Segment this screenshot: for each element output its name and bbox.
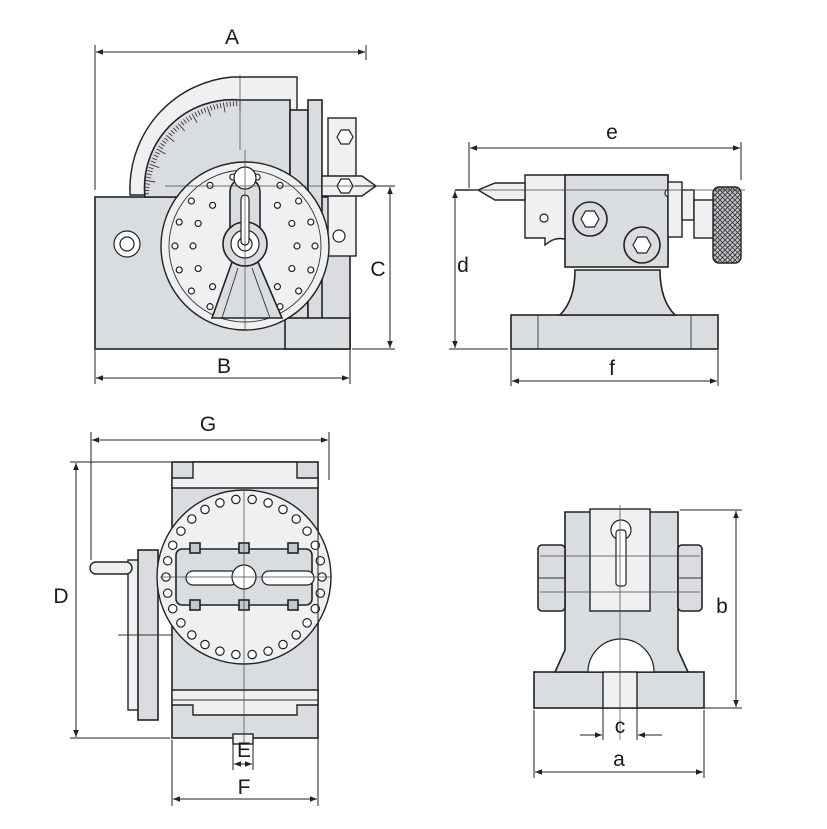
label-D: D (53, 585, 68, 608)
dividing-head-side-view (94, 75, 385, 350)
quill-slot (615, 529, 627, 587)
dim-a: a (533, 710, 705, 778)
nut-top (336, 129, 354, 145)
screw (332, 229, 346, 243)
dim-e: e (468, 121, 742, 188)
crank-handle (89, 561, 133, 575)
label-e: e (606, 121, 618, 144)
label-a: a (613, 748, 625, 771)
label-F: F (238, 776, 251, 799)
dim-C: C (352, 185, 395, 350)
top-rail (171, 461, 319, 489)
dim-G: G (90, 413, 330, 560)
quill-nut (580, 210, 600, 228)
label-G: G (200, 413, 216, 436)
handwheel-hub (693, 199, 714, 239)
dim-d: d (449, 191, 508, 350)
knurled-handwheel (712, 186, 742, 264)
tailstock-base (510, 314, 719, 350)
dim-f: f (510, 350, 719, 386)
slot-left (185, 570, 239, 586)
label-C: C (370, 258, 385, 281)
bottom-rail (171, 689, 319, 716)
label-A: A (225, 26, 239, 49)
dim-A: A (94, 26, 367, 190)
sector-arm-lines (221, 267, 271, 319)
label-b: b (716, 595, 728, 618)
tailstock-column (558, 269, 677, 316)
dim-b: b (680, 509, 742, 709)
spindle (681, 189, 695, 221)
dim-E: E (232, 739, 254, 770)
tailstock-point (476, 182, 526, 201)
front-arch (587, 638, 655, 673)
label-B: B (217, 355, 231, 378)
dim-c: c (580, 708, 662, 740)
base-step (284, 317, 351, 350)
dividing-head-top-view (89, 461, 332, 745)
tailstock-front-view (533, 505, 705, 740)
dim-D: D (53, 461, 190, 739)
graduation-scale (144, 101, 241, 198)
tailstock-side-view (455, 174, 745, 350)
mount-hole-inner (119, 236, 135, 252)
lock-screw (539, 213, 549, 223)
label-d: d (457, 254, 469, 277)
dim-B: B (94, 350, 351, 384)
label-f: f (609, 357, 615, 380)
key-slot (232, 733, 254, 745)
top-index-holes (161, 494, 327, 660)
label-E: E (237, 739, 251, 762)
clamp-nut (632, 236, 652, 254)
dim-F: F (171, 470, 319, 806)
slot-right (261, 570, 315, 586)
label-c: c (615, 715, 626, 738)
